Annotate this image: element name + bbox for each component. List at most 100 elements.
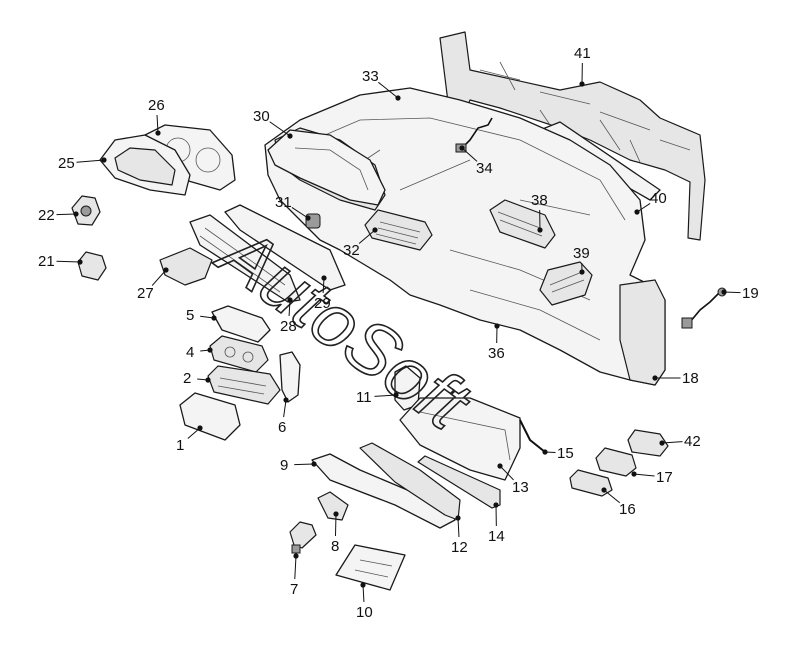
callout-number: 17 <box>656 469 673 486</box>
part-switch-21 <box>77 251 107 281</box>
callout-number: 34 <box>476 160 493 177</box>
callout-anchor-dot <box>631 471 637 477</box>
callout-number: 31 <box>275 194 292 211</box>
callout-11: 11 <box>356 389 399 406</box>
callout-anchor-dot <box>652 375 658 381</box>
callout-22: 22 <box>38 207 79 224</box>
callout-number: 12 <box>451 539 468 556</box>
part-connector-16 <box>569 469 613 497</box>
callout-number: 14 <box>488 528 505 545</box>
part-strip-14 <box>417 455 501 509</box>
callout-anchor-dot <box>163 267 169 273</box>
callout-leader-line <box>636 203 651 213</box>
callout-number: 28 <box>280 318 297 335</box>
callout-number: 18 <box>682 370 699 387</box>
callout-leader-line <box>288 299 291 317</box>
part-strip-15 <box>519 419 546 453</box>
callout-number: 39 <box>573 245 590 262</box>
callout-number: 16 <box>619 501 636 518</box>
part-connector-17 <box>595 447 637 477</box>
part-module-4 <box>209 335 269 373</box>
part-trim-9 <box>311 453 456 529</box>
callout-anchor-dot <box>197 425 203 431</box>
callout-anchor-dot <box>311 461 317 467</box>
callout-number: 9 <box>280 457 288 474</box>
callout-number: 32 <box>343 242 360 259</box>
part-tray-1 <box>179 392 241 441</box>
callout-8: 8 <box>331 511 339 555</box>
callout-28: 28 <box>280 297 297 335</box>
callout-31: 31 <box>275 194 311 221</box>
callout-26: 26 <box>148 97 165 136</box>
callout-leader-line <box>358 229 376 244</box>
callout-21: 21 <box>38 253 83 270</box>
callout-leader-line <box>723 291 741 294</box>
callout-6: 6 <box>278 397 289 436</box>
callout-anchor-dot <box>459 145 465 151</box>
callout-13: 13 <box>497 463 529 496</box>
callout-anchor-dot <box>287 297 293 303</box>
callout-anchor-dot <box>287 133 293 139</box>
callout-leader-line <box>291 207 309 219</box>
part-cluster-surround <box>267 129 386 206</box>
callout-1: 1 <box>176 425 203 454</box>
callout-4: 4 <box>186 344 213 361</box>
callout-anchor-dot <box>155 130 161 136</box>
part-glovebox-13 <box>399 397 521 481</box>
callout-14: 14 <box>488 502 505 545</box>
callout-number: 21 <box>38 253 55 270</box>
callout-number: 15 <box>557 445 574 462</box>
callout-19: 19 <box>721 285 759 302</box>
callout-anchor-dot <box>305 215 311 221</box>
callout-anchor-dot <box>493 502 499 508</box>
callout-29: 29 <box>314 275 331 312</box>
callout-leader-line <box>499 465 514 481</box>
callout-number: 40 <box>650 190 667 207</box>
callout-anchor-dot <box>537 227 543 233</box>
callout-9: 9 <box>280 457 317 474</box>
callout-leader-line <box>457 517 460 538</box>
callout-38: 38 <box>531 192 548 233</box>
callout-anchor-dot <box>333 511 339 517</box>
callout-anchor-dot <box>372 227 378 233</box>
part-module-5 <box>211 305 271 343</box>
callout-40: 40 <box>634 190 667 215</box>
part-center-vent <box>364 209 433 251</box>
callout-18: 18 <box>652 370 699 387</box>
callout-number: 10 <box>356 604 373 621</box>
callout-2: 2 <box>183 370 211 387</box>
part-airbag-module <box>489 199 556 249</box>
callout-12: 12 <box>451 515 468 556</box>
callout-leader-line <box>76 159 105 163</box>
callout-anchor-dot <box>293 553 299 559</box>
part-bracket-6 <box>279 351 301 403</box>
part-cluster-bezel <box>99 134 191 196</box>
callout-number: 4 <box>186 344 194 361</box>
callout-leader-line <box>187 427 201 439</box>
callout-42: 42 <box>659 433 701 450</box>
callout-number: 22 <box>38 207 55 224</box>
callout-number: 11 <box>356 389 372 406</box>
part-connector-42 <box>627 429 669 457</box>
callout-number: 25 <box>58 155 75 172</box>
callout-number: 36 <box>488 345 505 362</box>
callout-leader-line <box>661 441 683 444</box>
callout-33: 33 <box>362 68 401 101</box>
callout-number: 5 <box>186 307 194 324</box>
callout-number: 41 <box>574 45 591 62</box>
callout-leader-line <box>633 473 655 477</box>
callout-number: 8 <box>331 538 339 555</box>
callout-anchor-dot <box>211 315 217 321</box>
callout-anchor-dot <box>601 487 607 493</box>
callout-number: 27 <box>137 285 154 302</box>
callout-anchor-dot <box>542 449 548 455</box>
callout-number: 42 <box>684 433 701 450</box>
callout-anchor-dot <box>659 440 665 446</box>
callout-anchor-dot <box>283 397 289 403</box>
callout-anchor-dot <box>77 259 83 265</box>
callout-number: 19 <box>742 285 759 302</box>
callout-anchor-dot <box>205 377 211 383</box>
callout-leader-line <box>294 463 315 466</box>
callout-number: 30 <box>253 108 270 125</box>
